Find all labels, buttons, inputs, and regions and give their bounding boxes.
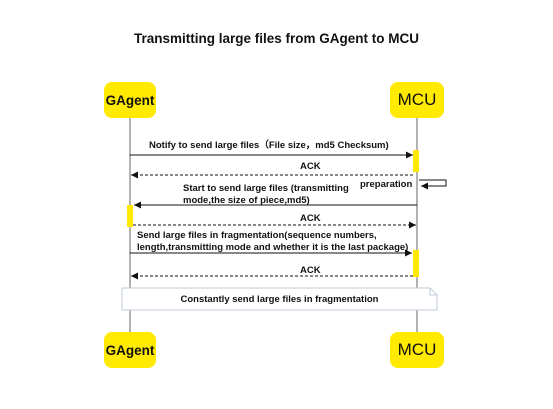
- send-fragment-label-line1: Send large files in fragmentation(sequen…: [137, 230, 377, 241]
- diagram-title: Transmitting large files from GAgent to …: [133, 31, 420, 46]
- ack-label: ACK: [300, 265, 321, 276]
- mcu-participant-top: MCU: [390, 82, 444, 118]
- ack-label: ACK: [300, 161, 321, 172]
- preparation-label: preparation: [360, 179, 413, 190]
- start-send-label-line1: Start to send large files (transmitting: [183, 183, 349, 194]
- notify-label: Notify to send large files（File size，md5…: [149, 140, 389, 151]
- gagent-participant-top: GAgent: [104, 82, 156, 118]
- note-box: [121, 287, 438, 311]
- note-fold: [429, 288, 437, 296]
- mcu-activation-bar: [413, 250, 419, 277]
- gagent-activation-bar: [127, 205, 133, 227]
- mcu-activation-bar: [413, 150, 419, 172]
- preparation-self-arrow: [419, 179, 447, 190]
- note-text: Constantly send large files in fragmenta…: [180, 293, 379, 305]
- start-send-label-line2: mode,the size of piece,md5): [183, 195, 310, 206]
- gagent-participant-bottom: GAgent: [104, 332, 156, 368]
- ack-label: ACK: [300, 213, 321, 224]
- send-fragment-label-line2: length,transmitting mode and whether it …: [137, 242, 409, 253]
- mcu-participant-bottom: MCU: [390, 332, 444, 368]
